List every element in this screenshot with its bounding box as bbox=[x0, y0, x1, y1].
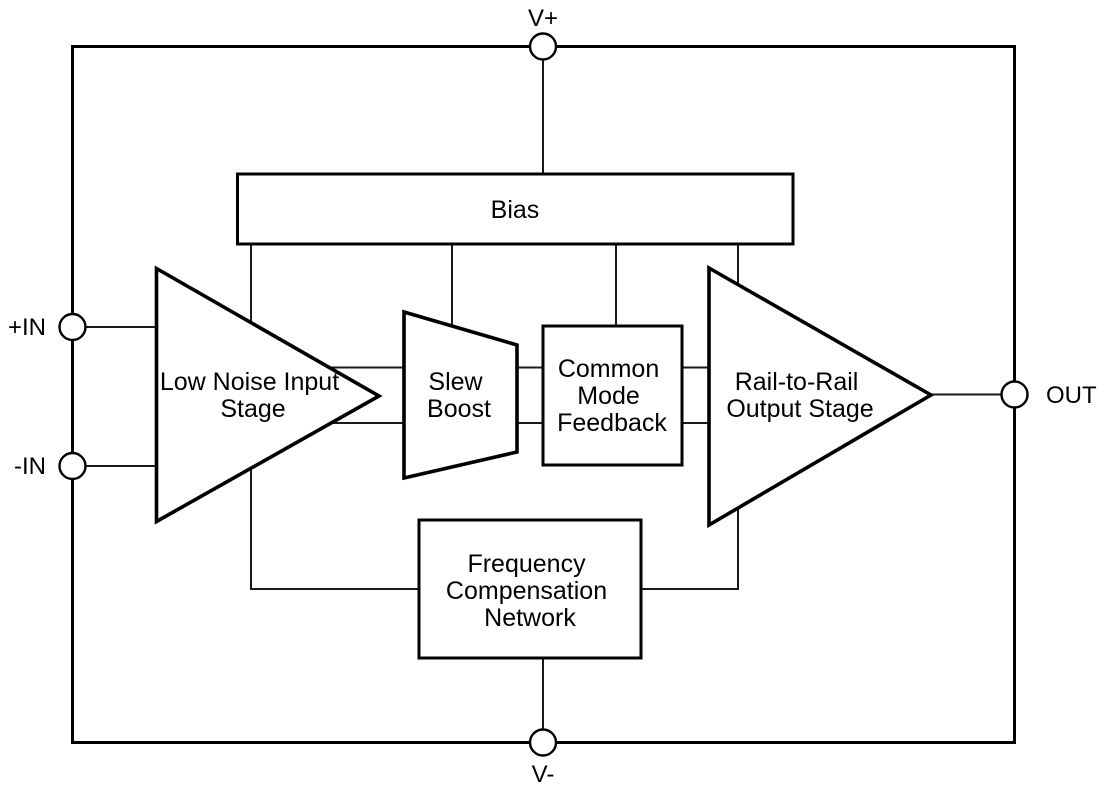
plus-in-terminal bbox=[58, 312, 87, 342]
slew-boost-label: Slew Boost bbox=[427, 368, 491, 423]
terminals bbox=[58, 32, 1029, 757]
slew-boost-trapezoid bbox=[402, 309, 519, 481]
common-mode-feedback-label: Common Mode Feedback bbox=[557, 355, 667, 437]
blocks bbox=[154, 172, 935, 660]
v-minus-terminal bbox=[528, 728, 558, 757]
out-terminal bbox=[1000, 380, 1029, 409]
v-plus-terminal bbox=[528, 32, 558, 61]
labels: V+ +IN -IN OUT V- Bias Low Noise Input S… bbox=[8, 5, 1097, 788]
frequency-compensation-network-label: Frequency Compensation Network bbox=[446, 550, 614, 632]
low-noise-input-stage-triangle bbox=[154, 265, 383, 525]
bias-block bbox=[236, 172, 795, 246]
frequency-compensation-network-block bbox=[417, 518, 643, 660]
minus-in-label: -IN bbox=[14, 453, 46, 480]
minus-in-terminal bbox=[58, 451, 87, 481]
low-noise-input-stage-label: Low Noise Input Stage bbox=[160, 368, 346, 423]
v-plus-label: V+ bbox=[528, 5, 558, 32]
common-mode-feedback-block bbox=[541, 324, 684, 467]
bias-label: Bias bbox=[491, 196, 540, 224]
rail-to-rail-output-stage-label: Rail-to-Rail Output Stage bbox=[726, 368, 873, 423]
v-minus-label: V- bbox=[532, 761, 555, 788]
plus-in-label: +IN bbox=[8, 314, 46, 341]
rail-to-rail-output-stage-triangle bbox=[707, 264, 935, 529]
out-label: OUT bbox=[1046, 382, 1097, 409]
